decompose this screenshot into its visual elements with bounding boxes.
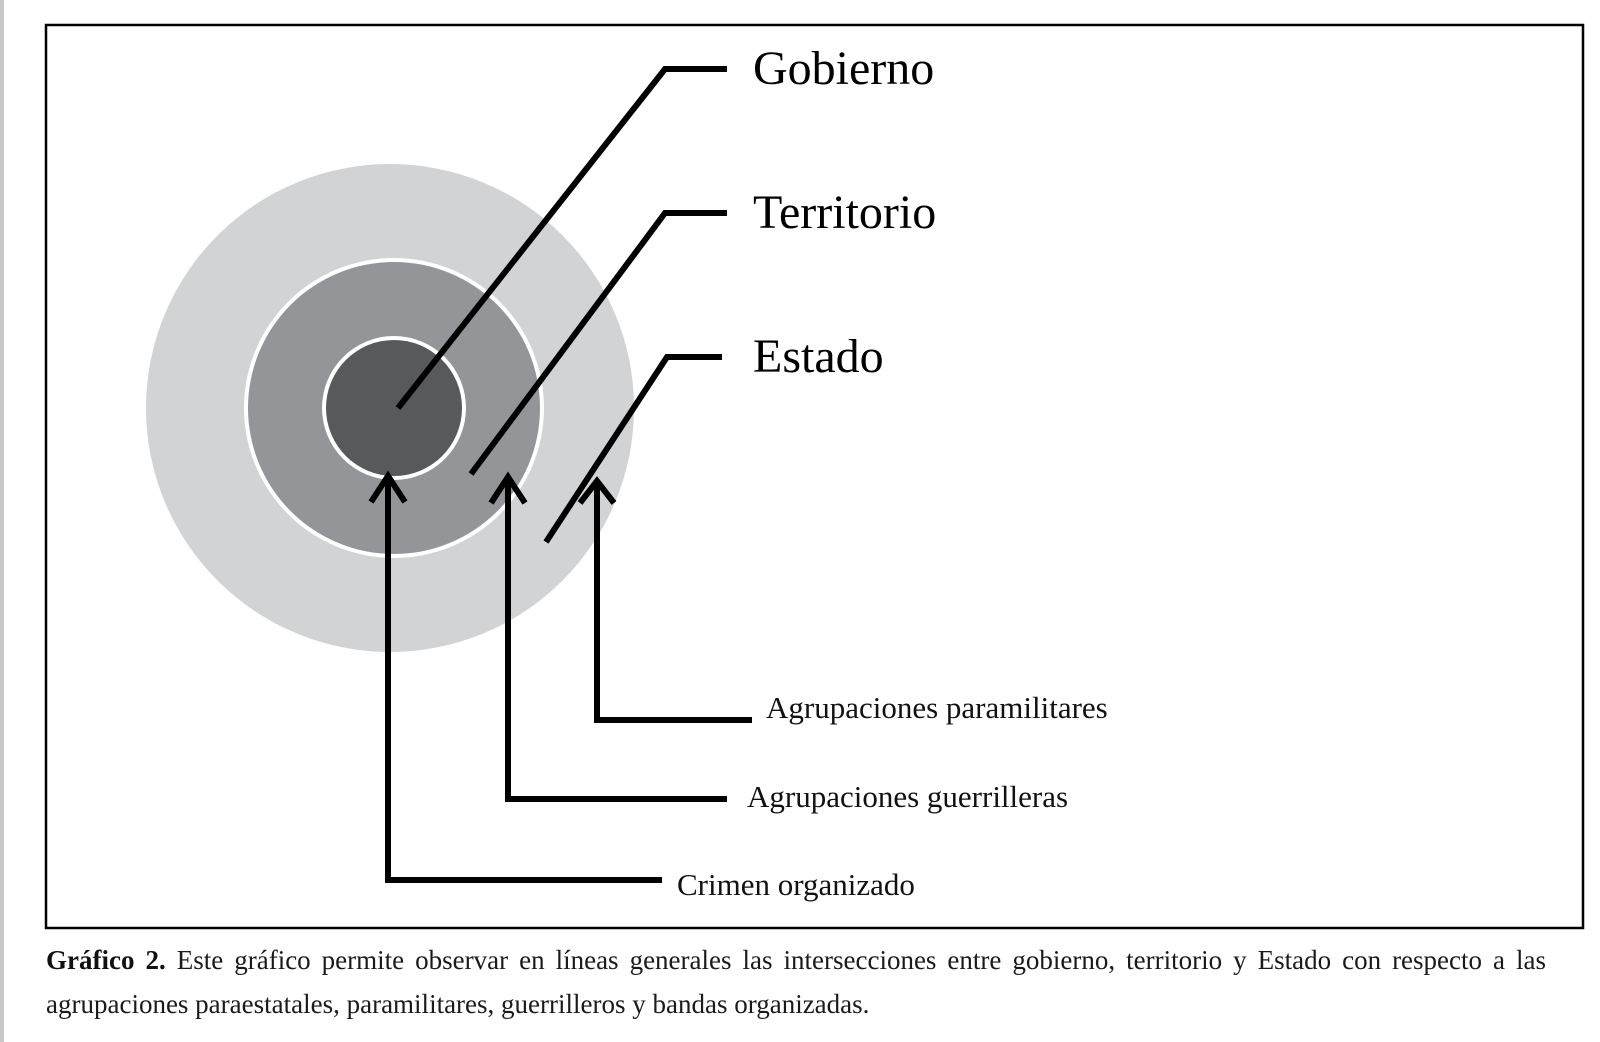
territorio-pointer-line [468, 210, 727, 476]
guerrilleras-arrow-head [488, 471, 528, 505]
gobierno-circle [326, 340, 462, 476]
gobierno-pointer-line [395, 66, 727, 410]
paramilitares-label: Agrupaciones paramilitares [766, 690, 1108, 725]
estado-pointer-line [543, 354, 722, 544]
caption-title: Gráfico 2. [46, 945, 166, 975]
caption-text: Este gráfico permite observar en líneas … [46, 945, 1547, 1019]
left-margin-rule [0, 0, 4, 1042]
diagram-svg: Gobierno Territorio Estado Agrupaciones … [44, 23, 1585, 930]
gobierno-label: Gobierno [753, 42, 934, 95]
paramilitares-arrow-line [594, 481, 752, 723]
crimen-label: Crimen organizado [677, 867, 915, 902]
estado-label: Estado [753, 330, 884, 383]
figure-caption: Gráfico 2. Este gráfico permite observar… [46, 938, 1546, 1026]
guerrilleras-label: Agrupaciones guerrilleras [747, 779, 1068, 814]
crimen-arrow-head [368, 470, 408, 504]
crimen-arrow-line [385, 476, 662, 883]
guerrilleras-arrow-line [505, 477, 727, 802]
paramilitares-arrow-head [577, 476, 617, 505]
diagram-figure: Gobierno Territorio Estado Agrupaciones … [44, 23, 1585, 930]
territorio-label: Territorio [753, 186, 936, 239]
